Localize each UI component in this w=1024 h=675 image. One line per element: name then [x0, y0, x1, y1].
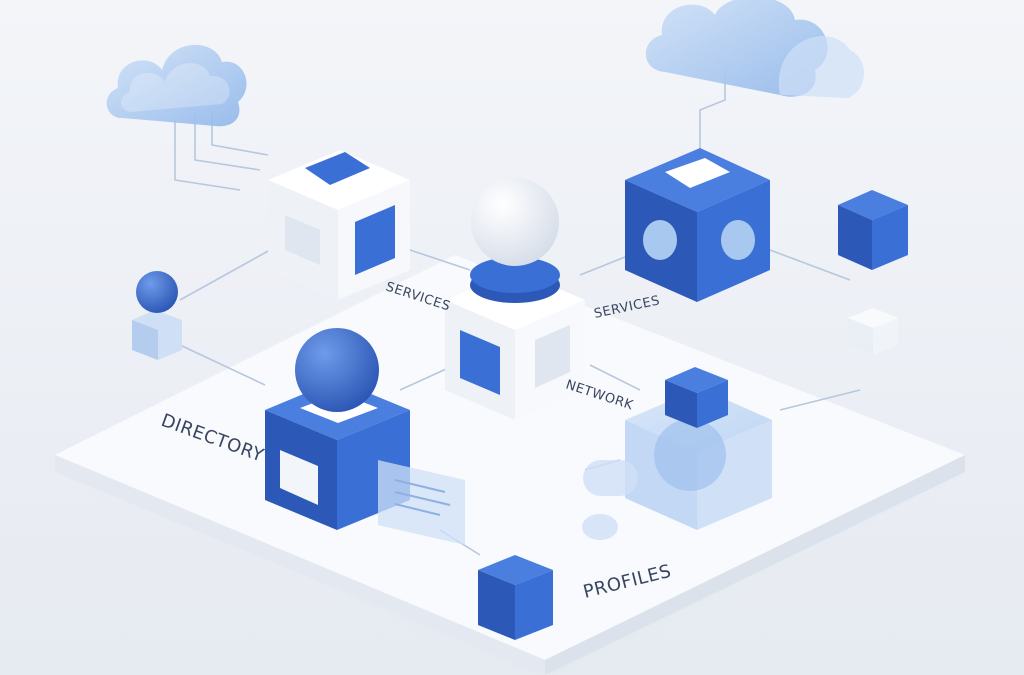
blue-services-cube [625, 148, 770, 302]
profiles-cube [478, 555, 553, 640]
faint-cube [848, 308, 898, 355]
services-cube-left [268, 150, 410, 300]
small-blue-cube [838, 190, 908, 270]
